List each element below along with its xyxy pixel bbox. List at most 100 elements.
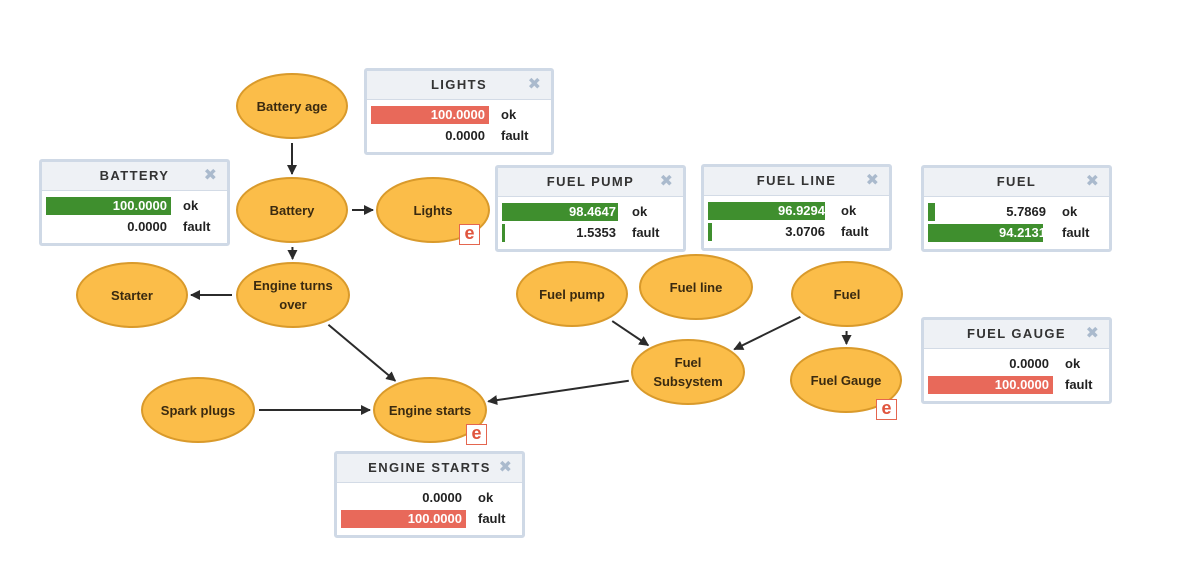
belief-value: 100.0000 <box>994 377 1049 392</box>
close-icon[interactable]: ✖ <box>865 172 879 189</box>
belief-bar: 100.0000 <box>371 106 489 124</box>
node-engine-turns-over[interactable]: Engine turns over <box>236 262 350 328</box>
panel-title: FUEL LINE ✖ <box>704 167 889 196</box>
panel-title-text: FUEL LINE <box>756 173 837 188</box>
state-label: fault <box>632 225 660 240</box>
belief-bar-fill <box>341 510 466 528</box>
state-row-ok: 0.0000 ok <box>341 488 518 509</box>
panel-engine-starts: ENGINE STARTS ✖ 0.0000 ok 100.0000 fault <box>334 451 525 538</box>
state-row-fault: 100.0000 fault <box>341 509 518 530</box>
state-label: ok <box>1062 204 1078 219</box>
close-icon[interactable]: ✖ <box>203 167 217 184</box>
panel-title-text: LIGHTS <box>430 77 488 92</box>
close-icon[interactable]: ✖ <box>498 459 512 476</box>
close-icon[interactable]: ✖ <box>659 173 673 190</box>
panel-title: BATTERY ✖ <box>42 162 227 191</box>
evidence-badge-lights[interactable]: e <box>459 224 480 245</box>
belief-bar-fill <box>371 106 489 124</box>
belief-bar: 0.0000 <box>341 489 466 507</box>
belief-value: 96.9294 <box>778 203 825 218</box>
panel-body: 98.4647 ok 1.5353 fault <box>498 197 683 248</box>
panel-title: FUEL ✖ <box>924 168 1109 197</box>
state-row-fault: 0.0000 fault <box>371 126 547 147</box>
state-row-ok: 5.7869 ok <box>928 202 1105 223</box>
belief-bar-fill <box>502 203 618 221</box>
panel-body: 100.0000 ok 0.0000 fault <box>367 100 551 151</box>
state-label: fault <box>478 511 506 526</box>
belief-bar: 1.5353 <box>502 224 620 242</box>
state-label: fault <box>841 224 869 239</box>
state-row-fault: 1.5353 fault <box>502 223 679 244</box>
node-fuel-line[interactable]: Fuel line <box>639 254 753 320</box>
belief-bar: 100.0000 <box>341 510 466 528</box>
belief-bar: 0.0000 <box>928 355 1053 373</box>
belief-bar-fill <box>708 202 825 220</box>
belief-value: 100.0000 <box>407 511 462 526</box>
state-label: ok <box>1065 356 1081 371</box>
node-fuel-pump[interactable]: Fuel pump <box>516 261 628 327</box>
belief-value: 100.0000 <box>112 198 167 213</box>
belief-bar-fill <box>502 224 505 242</box>
state-label: fault <box>1065 377 1093 392</box>
state-label: ok <box>478 490 494 505</box>
panel-title-text: FUEL <box>996 174 1037 189</box>
edge-engine-turns-over-to-engine-starts <box>327 323 397 382</box>
panel-title-text: FUEL GAUGE <box>967 326 1066 341</box>
panel-title-text: BATTERY <box>99 168 170 183</box>
belief-bar: 5.7869 <box>928 203 1050 221</box>
close-icon[interactable]: ✖ <box>1085 325 1099 342</box>
belief-value: 98.4647 <box>569 204 616 219</box>
belief-bar: 96.9294 <box>708 202 829 220</box>
panel-title: FUEL PUMP ✖ <box>498 168 683 197</box>
node-battery[interactable]: Battery <box>236 177 348 243</box>
panel-fuel-pump: FUEL PUMP ✖ 98.4647 ok 1.5353 fault <box>495 165 686 252</box>
evidence-badge-fuel-gauge[interactable]: e <box>876 399 897 420</box>
panel-title: ENGINE STARTS ✖ <box>337 454 522 483</box>
node-battery-age[interactable]: Battery age <box>236 73 348 139</box>
belief-value: 5.7869 <box>1006 204 1046 219</box>
close-icon[interactable]: ✖ <box>1085 173 1099 190</box>
belief-bar: 98.4647 <box>502 203 620 221</box>
belief-bar-fill <box>928 224 1043 242</box>
panel-title: FUEL GAUGE ✖ <box>924 320 1109 349</box>
belief-bar-fill <box>46 197 171 215</box>
panel-body: 0.0000 ok 100.0000 fault <box>924 349 1109 400</box>
panel-fuel-gauge: FUEL GAUGE ✖ 0.0000 ok 100.0000 fault <box>921 317 1112 404</box>
belief-value: 0.0000 <box>1009 356 1049 371</box>
state-label: ok <box>841 203 857 218</box>
edge-fuel-to-fuel-subsystem <box>733 315 801 351</box>
edge-fuel-subsystem-to-engine-starts <box>487 379 629 406</box>
state-row-ok: 0.0000 ok <box>928 354 1105 375</box>
state-label: fault <box>501 128 529 143</box>
state-label: ok <box>632 204 648 219</box>
node-spark-plugs[interactable]: Spark plugs <box>141 377 255 443</box>
node-fuel-subsystem[interactable]: Fuel Subsystem <box>631 339 745 405</box>
edge-fuel-pump-to-fuel-subsystem <box>611 320 650 347</box>
belief-value: 100.0000 <box>430 107 485 122</box>
belief-bar-fill <box>708 223 712 241</box>
belief-bar-fill <box>928 376 1053 394</box>
panel-body: 0.0000 ok 100.0000 fault <box>337 483 522 534</box>
belief-bar: 0.0000 <box>371 127 489 145</box>
panel-title-text: ENGINE STARTS <box>368 460 491 475</box>
belief-value: 0.0000 <box>445 128 485 143</box>
belief-bar: 100.0000 <box>46 197 171 215</box>
state-label: ok <box>501 107 517 122</box>
panel-title-text: FUEL PUMP <box>546 174 635 189</box>
close-icon[interactable]: ✖ <box>527 76 541 93</box>
node-starter[interactable]: Starter <box>76 262 188 328</box>
evidence-badge-engine-starts[interactable]: e <box>466 424 487 445</box>
node-fuel[interactable]: Fuel <box>791 261 903 327</box>
belief-bar: 0.0000 <box>46 218 171 236</box>
state-label: ok <box>183 198 199 213</box>
belief-value: 0.0000 <box>127 219 167 234</box>
